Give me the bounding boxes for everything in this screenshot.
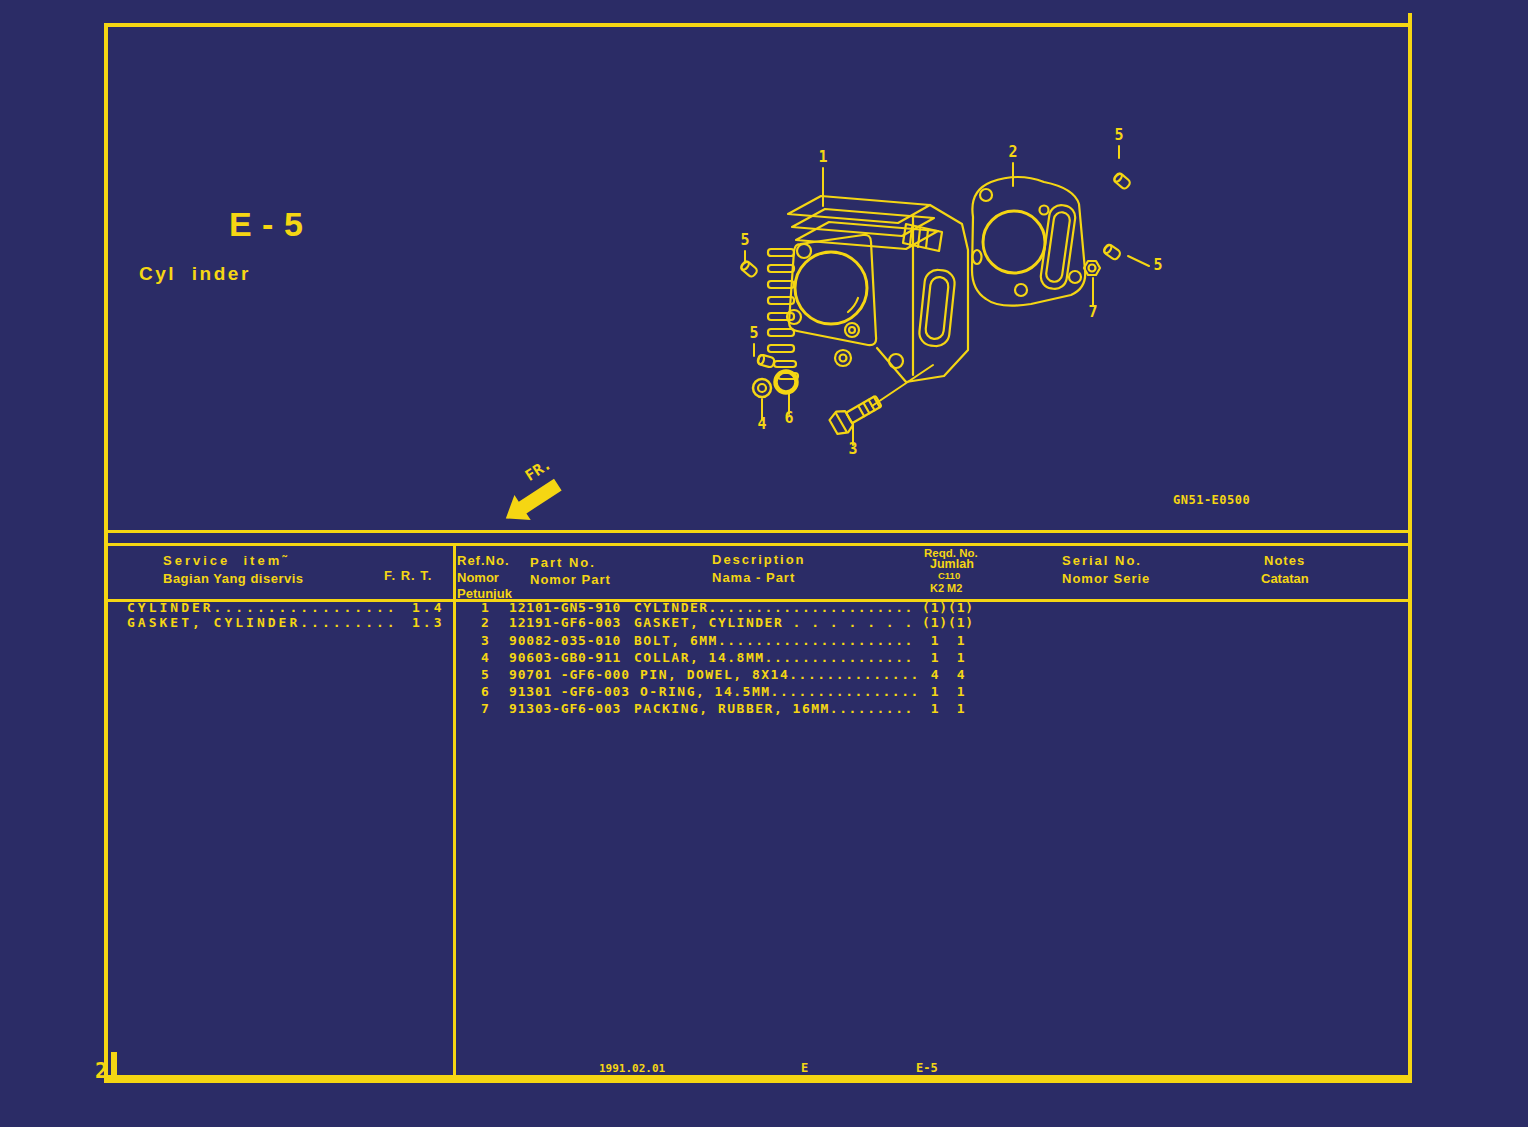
part-row-desc: CYLINDER......................: [634, 601, 914, 615]
col-part-no: Part No.: [530, 556, 596, 570]
front-direction-arrow: FR.: [488, 458, 588, 528]
part-row-number: 91301 -GF6-003: [509, 685, 630, 699]
col-service-item-sub: Bagian Yang diservis: [163, 572, 304, 586]
washer-part: [753, 379, 771, 397]
col-reqd-no-sub3: K2 M2: [930, 582, 962, 594]
part-row-ref: 1: [481, 601, 490, 615]
dowel-pin-top-right: [1113, 172, 1132, 190]
col-ref-no: Ref.No.: [457, 554, 510, 568]
part-row-desc: BOLT, 6MM.....................: [634, 634, 914, 648]
callout-7: 7: [1088, 303, 1097, 321]
section-title: Cyl inder: [139, 264, 251, 285]
footer-date: 1991.02.01: [599, 1063, 665, 1075]
callout-5-right: 5: [1153, 256, 1162, 274]
dowel-pin-left-top: [740, 260, 759, 278]
dowel-pin-right: [1103, 243, 1122, 260]
cylinder-part: [768, 196, 968, 382]
col-service-item: Service item˜: [163, 554, 290, 568]
dowel-pin-left-bottom: [757, 354, 775, 368]
part-row-number: 90701 -GF6-000: [509, 668, 630, 682]
cylinder-diagram: 1 2 5 5 7 5 5 4 6 3: [700, 118, 1190, 478]
part-row-number: 90603-GB0-911: [509, 651, 621, 665]
part-row-ref: 4: [481, 651, 490, 665]
col-frt: F. R. T.: [384, 569, 432, 583]
callout-2: 2: [1008, 143, 1017, 161]
col-notes: Notes: [1264, 554, 1305, 568]
callout-labels: 1 2 5 5 7 5 5 4 6 3: [740, 126, 1162, 458]
service-row-frt: 1.4: [412, 601, 444, 615]
part-row-ref: 5: [481, 668, 490, 682]
part-row-number: 90082-035-010: [509, 634, 621, 648]
part-row-desc: GASKET, CYLINDER . . . . . . .: [634, 616, 914, 630]
part-row-desc: O-RING, 14.5MM................: [640, 685, 920, 699]
service-row-item: CYLINDER.................: [127, 601, 398, 615]
part-row-qty2: 1: [946, 685, 976, 699]
col-serial-no-sub: Nomor Serie: [1062, 572, 1150, 586]
footer-page-code: E-5: [916, 1062, 938, 1075]
part-row-qty2: (1): [946, 616, 976, 630]
callout-3: 3: [848, 440, 857, 458]
callout-5-left-bottom: 5: [749, 324, 758, 342]
col-description-sub: Nama - Part: [712, 571, 795, 585]
part-row-number: 12101-GN5-910: [509, 601, 621, 615]
drawing-number: GN51-E0500: [1173, 494, 1250, 507]
o-ring-part: [776, 372, 797, 393]
gasket-part: [972, 177, 1085, 306]
diagram-table-divider: [108, 530, 1408, 533]
part-row-ref: 3: [481, 634, 490, 648]
part-row-desc: PACKING, RUBBER, 16MM.........: [634, 702, 914, 716]
part-row-qty2: 1: [946, 702, 976, 716]
part-row-ref: 6: [481, 685, 490, 699]
service-row-frt: 1.3: [412, 616, 444, 630]
border-overshoot-top-right: [1408, 13, 1412, 25]
col-serial-no: Serial No.: [1062, 554, 1142, 568]
part-row-qty2: 1: [946, 634, 976, 648]
border-notch-bottom-left: [111, 1052, 117, 1080]
part-row-number: 12191-GF6-003: [509, 616, 621, 630]
part-row-ref: 2: [481, 616, 490, 630]
page-number: 2: [95, 1060, 108, 1083]
part-row-qty2: 4: [946, 668, 976, 682]
callout-6: 6: [784, 409, 793, 427]
footer-section: E: [801, 1062, 808, 1075]
col-part-no-sub: Nomor Part: [530, 573, 611, 587]
col-reqd-no-sub2: C110: [938, 571, 960, 581]
callout-1: 1: [818, 148, 827, 166]
part-row-qty2: (1): [946, 601, 976, 615]
table-header-top-line: [108, 543, 1408, 546]
col-description: Description: [712, 553, 806, 567]
part-row-desc: COLLAR, 14.8MM................: [634, 651, 914, 665]
part-row-desc: PIN, DOWEL, 8X14..............: [640, 668, 920, 682]
front-label: FR.: [522, 455, 555, 485]
service-row-item: GASKET, CYLINDER.........: [127, 616, 398, 630]
table-mid-vertical-line: [453, 543, 456, 1083]
callout-4: 4: [757, 415, 766, 433]
part-row-number: 91303-GF6-003: [509, 702, 621, 716]
bolt-part: [827, 391, 884, 438]
packing-part: [1084, 261, 1100, 275]
callout-5-top-right: 5: [1114, 126, 1123, 144]
col-ref-no-sub1: Nomor: [457, 571, 499, 585]
col-notes-sub: Catatan: [1261, 572, 1309, 586]
callout-5-left-top: 5: [740, 231, 749, 249]
section-code: E - 5: [229, 206, 303, 243]
part-row-qty2: 1: [946, 651, 976, 665]
part-row-ref: 7: [481, 702, 490, 716]
